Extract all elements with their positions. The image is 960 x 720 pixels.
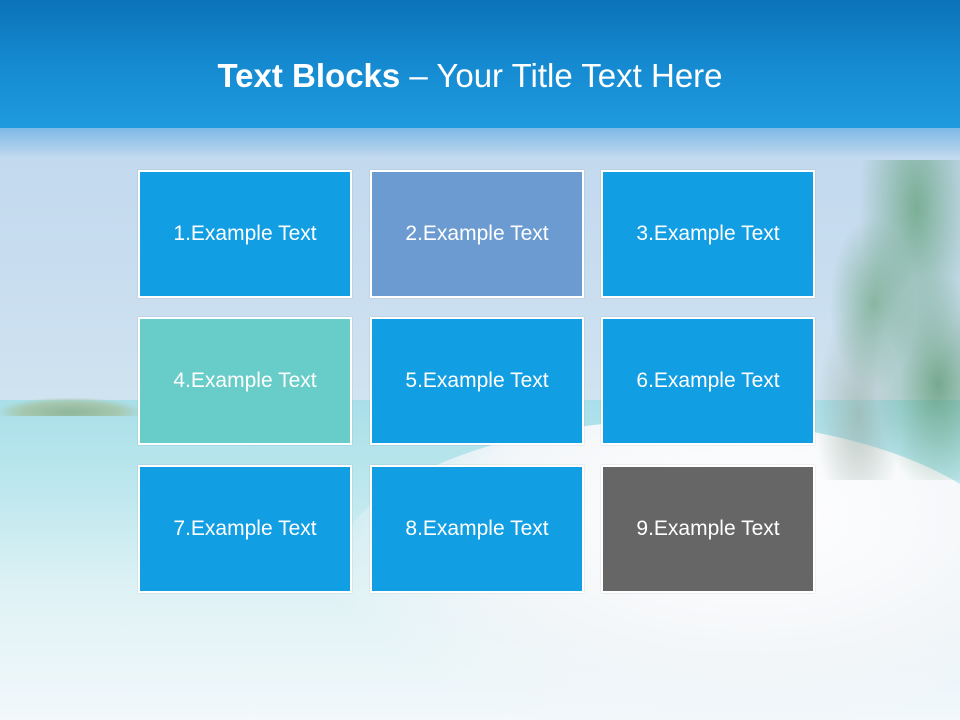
distant-island-background — [0, 398, 140, 416]
title-bar — [0, 0, 960, 128]
text-block-label: 6.Example Text — [636, 369, 780, 392]
text-block-5: 5.Example Text — [370, 317, 584, 445]
text-block-grid: 1.Example Text 2.Example Text 3.Example … — [138, 170, 816, 594]
text-block-label: 1.Example Text — [173, 222, 317, 245]
text-block-1: 1.Example Text — [138, 170, 352, 298]
text-block-9: 9.Example Text — [601, 465, 815, 593]
text-block-label: 4.Example Text — [173, 369, 317, 392]
text-block-4: 4.Example Text — [138, 317, 352, 445]
text-block-label: 9.Example Text — [636, 517, 780, 540]
palm-trees-background — [815, 160, 960, 480]
text-block-label: 7.Example Text — [173, 517, 317, 540]
title-bar-fade — [0, 128, 960, 158]
text-block-8: 8.Example Text — [370, 465, 584, 593]
text-block-label: 3.Example Text — [636, 222, 780, 245]
slide-title: Text Blocks – Your Title Text Here — [0, 54, 940, 98]
slide-title-dash: – — [400, 57, 437, 94]
slide-title-bold: Text Blocks — [217, 57, 401, 94]
text-block-6: 6.Example Text — [601, 317, 815, 445]
text-block-label: 2.Example Text — [405, 222, 549, 245]
text-block-7: 7.Example Text — [138, 465, 352, 593]
text-block-label: 8.Example Text — [405, 517, 549, 540]
text-block-2: 2.Example Text — [370, 170, 584, 298]
text-block-label: 5.Example Text — [405, 369, 549, 392]
slide-title-rest: Your Title Text Here — [436, 57, 723, 94]
text-block-3: 3.Example Text — [601, 170, 815, 298]
